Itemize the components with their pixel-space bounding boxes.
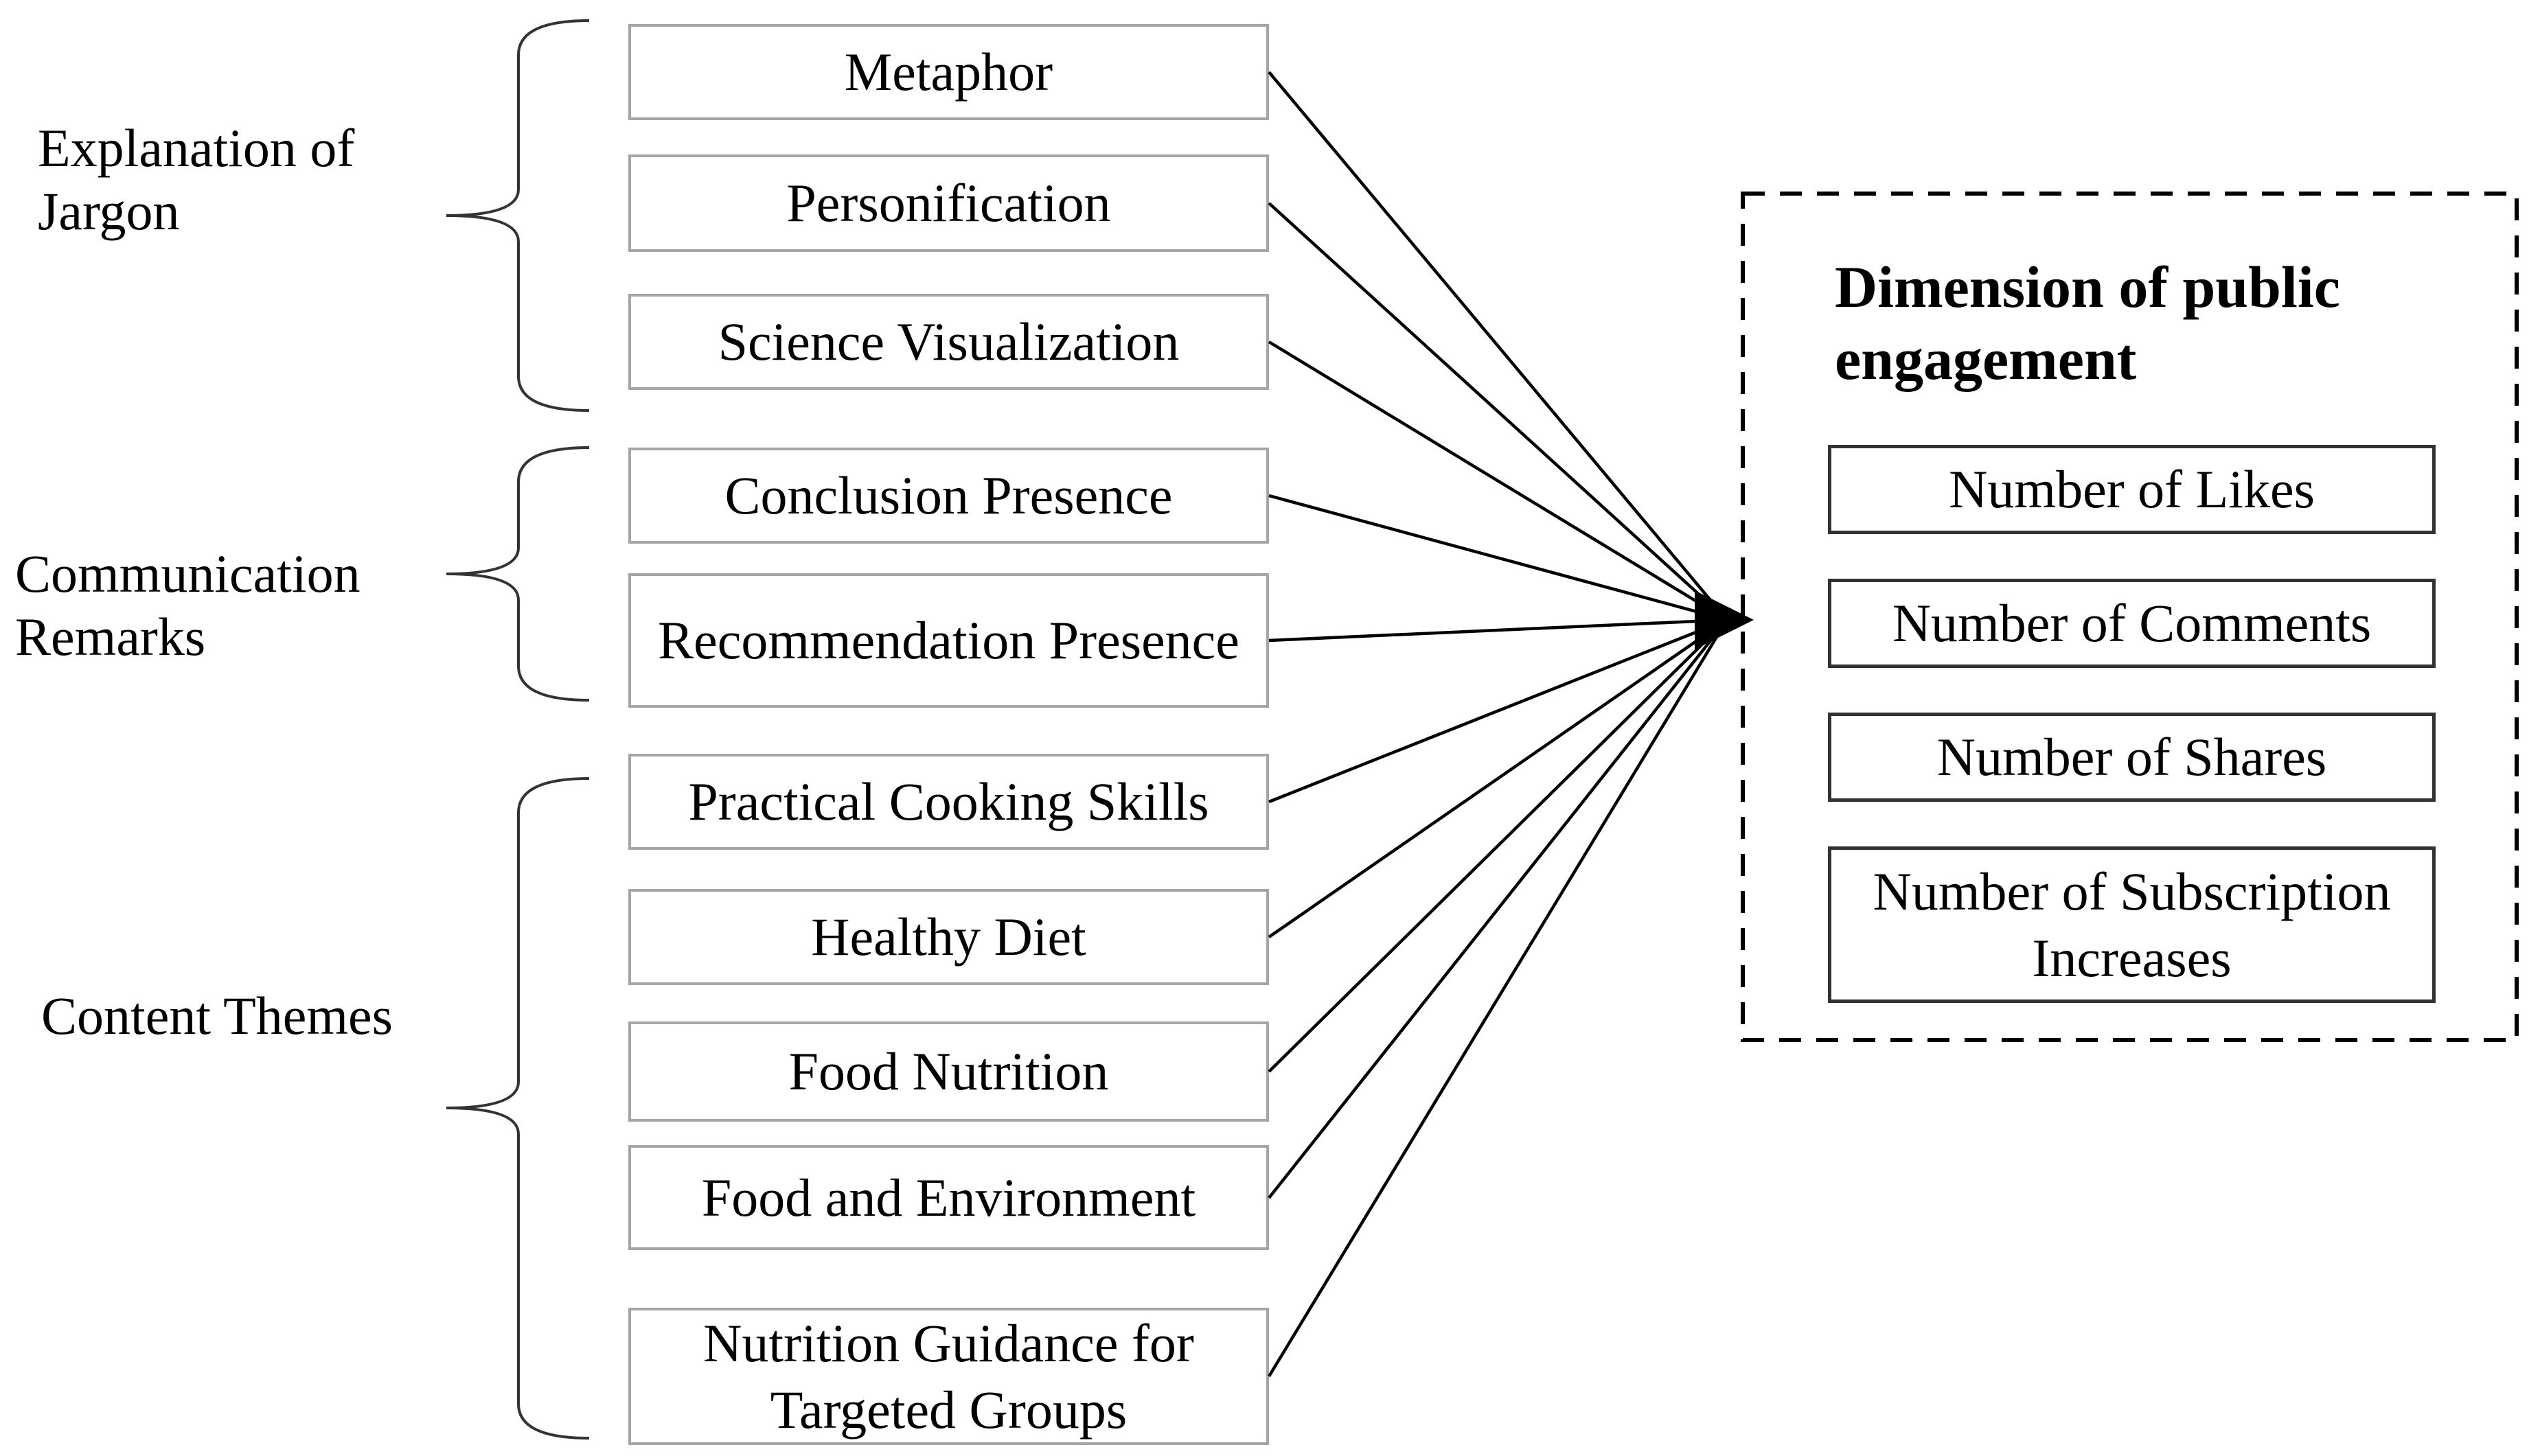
box-nutrition-guidance-for-targeted-groups: Nutrition Guidance for Targeted Groups xyxy=(628,1308,1269,1445)
connector-conclusion-presence xyxy=(1268,494,1728,622)
connector-healthy-diet xyxy=(1268,619,1728,938)
connector-personification xyxy=(1268,202,1728,621)
box-number-of-comments: Number of Comments xyxy=(1828,579,2436,668)
connector-practical-cooking-skills xyxy=(1268,618,1728,804)
engagement-panel-dashed-border xyxy=(1741,192,2519,1042)
connector-science-visualization xyxy=(1268,340,1728,621)
box-conclusion-presence: Conclusion Presence xyxy=(628,448,1269,544)
connector-nutrition-guidance xyxy=(1268,619,1728,1378)
box-metaphor: Metaphor xyxy=(628,24,1269,120)
brace-communication-remarks xyxy=(446,446,590,702)
box-healthy-diet: Healthy Diet xyxy=(628,889,1269,985)
box-personification: Personification xyxy=(628,154,1269,252)
box-recommendation-presence: Recommendation Presence xyxy=(628,573,1269,708)
box-science-visualization: Science Visualization xyxy=(628,294,1269,390)
box-number-of-shares: Number of Shares xyxy=(1828,713,2436,802)
connector-recommendation-presence xyxy=(1268,618,1728,643)
brace-explanation-of-jargon xyxy=(446,19,590,412)
connector-food-nutrition xyxy=(1268,619,1728,1073)
box-food-and-environment: Food and Environment xyxy=(628,1145,1269,1250)
arrowhead-icon xyxy=(1695,590,1754,649)
box-number-of-subscription-increases: Number of Subscription Increases xyxy=(1828,846,2436,1003)
connector-metaphor xyxy=(1268,71,1728,621)
box-number-of-likes: Number of Likes xyxy=(1828,445,2436,534)
box-practical-cooking-skills: Practical Cooking Skills xyxy=(628,754,1269,850)
connector-food-and-environment xyxy=(1268,619,1728,1199)
brace-content-themes xyxy=(446,777,590,1440)
engagement-panel-title: Dimension of public engagement xyxy=(1835,254,2340,392)
group-label-content-themes: Content Themes xyxy=(41,986,393,1045)
group-label-explanation-of-jargon: Explanation of Jargon xyxy=(38,118,355,242)
group-label-communication-remarks: Communication Remarks xyxy=(15,544,361,667)
box-food-nutrition: Food Nutrition xyxy=(628,1021,1269,1122)
